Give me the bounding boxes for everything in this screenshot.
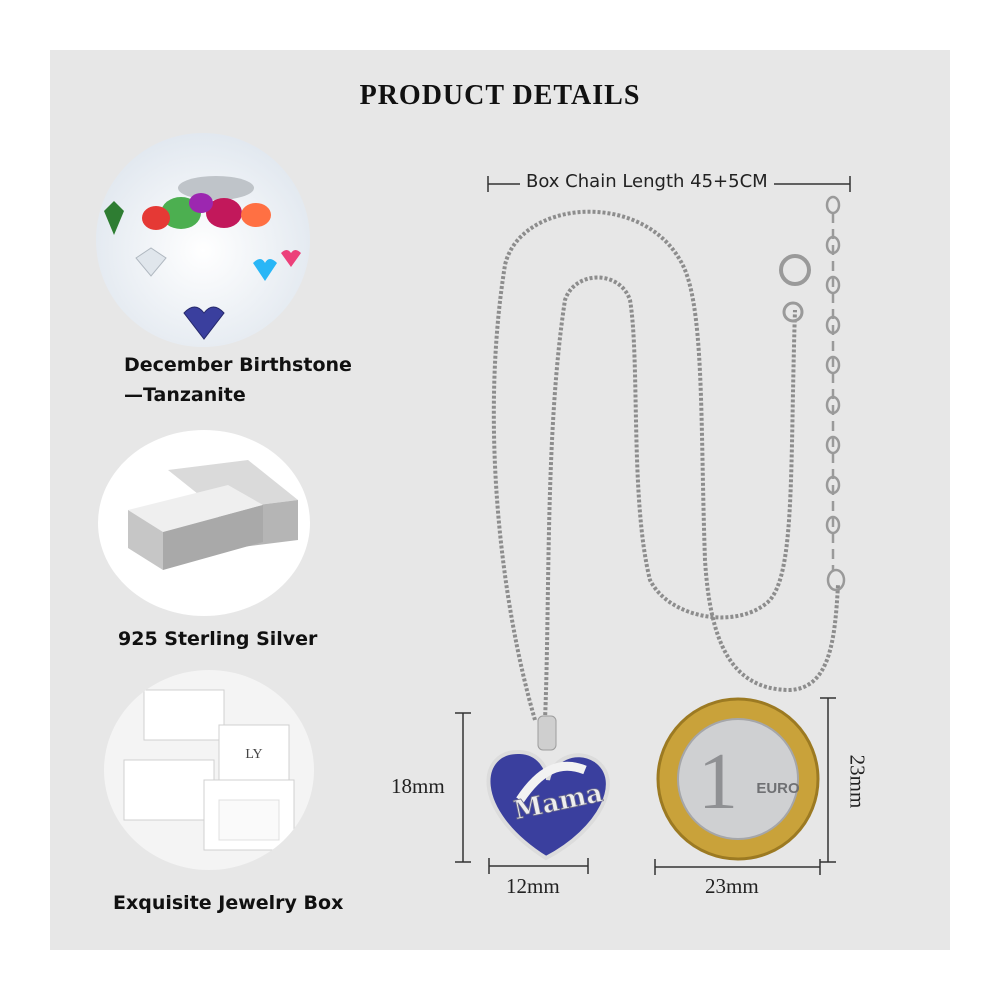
feature-caption-silver: 925 Sterling Silver xyxy=(118,628,318,650)
spring-ring-clasp xyxy=(779,254,811,323)
silver-bars-icon xyxy=(98,430,310,616)
jewelry-box-icon: LY xyxy=(104,670,314,870)
svg-text:LY: LY xyxy=(245,747,262,762)
box-chain xyxy=(491,209,840,721)
euro-coin: 1 EURO xyxy=(656,697,820,861)
tanzanite-heart-pendant: Mama xyxy=(486,715,610,861)
feature-birthstone-line2: —Tanzanite xyxy=(124,384,246,406)
coin-word: EURO xyxy=(756,780,800,797)
pendant-dimension-lines xyxy=(455,712,589,874)
pendant-width-label: 12mm xyxy=(506,874,560,898)
feature-caption-birthstone: December Birthstone —Tanzanite xyxy=(124,350,352,410)
chain-length-label: Box Chain Length 45+5CM xyxy=(520,171,774,192)
gemstones-icon xyxy=(96,133,310,347)
feature-caption-box: Exquisite Jewelry Box xyxy=(113,892,344,914)
feature-birthstone-line1: December Birthstone xyxy=(124,354,352,376)
pendant-height-label: 18mm xyxy=(391,774,445,798)
page-title: PRODUCT DETAILS xyxy=(359,80,641,111)
coin-dimension-lines xyxy=(654,697,836,875)
coin-height-label: 23mm xyxy=(845,754,870,809)
extender-chain xyxy=(825,195,846,592)
coin-numeral: 1 xyxy=(698,738,738,826)
coin-width-label: 23mm xyxy=(705,874,759,898)
